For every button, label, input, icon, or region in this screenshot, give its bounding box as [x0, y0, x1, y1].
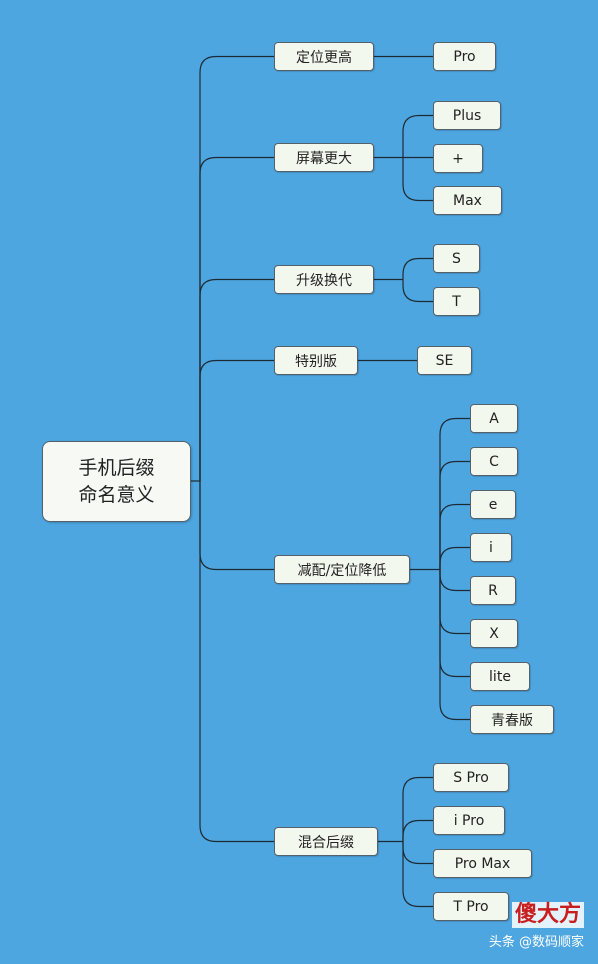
leaf-node: lite [470, 662, 530, 691]
connector-line [402, 841, 433, 908]
connector-line [199, 481, 274, 571]
branch-node: 混合后缀 [274, 827, 378, 856]
connector-line [439, 569, 470, 721]
connector-line [439, 569, 470, 678]
leaf-node: C [470, 447, 518, 476]
connector-line [402, 776, 433, 842]
connector-line [199, 55, 274, 481]
branch-node: 减配/定位降低 [274, 555, 410, 584]
connector-line [439, 569, 470, 592]
connector-line [439, 417, 470, 570]
leaf-node: + [433, 144, 483, 173]
leaf-node: S [433, 244, 480, 273]
connector-line [199, 481, 274, 843]
leaf-node: T Pro [433, 892, 509, 921]
leaf-node: Max [433, 186, 502, 215]
branch-node: 屏幕更大 [274, 143, 374, 172]
leaf-node: 青春版 [470, 705, 554, 734]
branch-node: 升级换代 [274, 265, 374, 294]
connector-line [439, 569, 470, 635]
leaf-node: e [470, 490, 516, 519]
branch-node: 特别版 [274, 346, 358, 375]
root-title-line-2: 命名意义 [78, 483, 155, 506]
leaf-node: A [470, 404, 518, 433]
watermark-byline: 头条 @数码顺家 [488, 935, 584, 950]
leaf-node: Pro [433, 42, 496, 71]
connector-line [439, 460, 470, 570]
leaf-node: i [470, 533, 512, 562]
leaf-node: R [470, 576, 516, 605]
leaf-node: i Pro [433, 806, 505, 835]
root-title-line-1: 手机后缀 [78, 456, 155, 479]
connector-line [402, 841, 433, 865]
leaf-node: T [433, 287, 480, 316]
connector-line [402, 819, 433, 842]
branch-node: 定位更高 [274, 42, 374, 71]
connector-line [402, 279, 433, 303]
root-node: 手机后缀 命名意义 [42, 441, 191, 522]
leaf-node: Plus [433, 101, 501, 130]
leaf-node: X [470, 619, 518, 648]
connector-line [199, 278, 274, 481]
connector-line [199, 156, 274, 481]
connector-line [402, 114, 433, 158]
leaf-node: S Pro [433, 763, 509, 792]
leaf-node: Pro Max [433, 849, 532, 878]
watermark: 傻大方 头条 @数码顺家 [488, 902, 588, 952]
leaf-node: SE [417, 346, 472, 375]
connector-line [199, 359, 274, 481]
connector-line [439, 546, 470, 570]
connector-line [402, 257, 433, 280]
connector-line [439, 503, 470, 570]
connector-line [402, 157, 433, 202]
watermark-logo: 傻大方 [511, 902, 584, 928]
